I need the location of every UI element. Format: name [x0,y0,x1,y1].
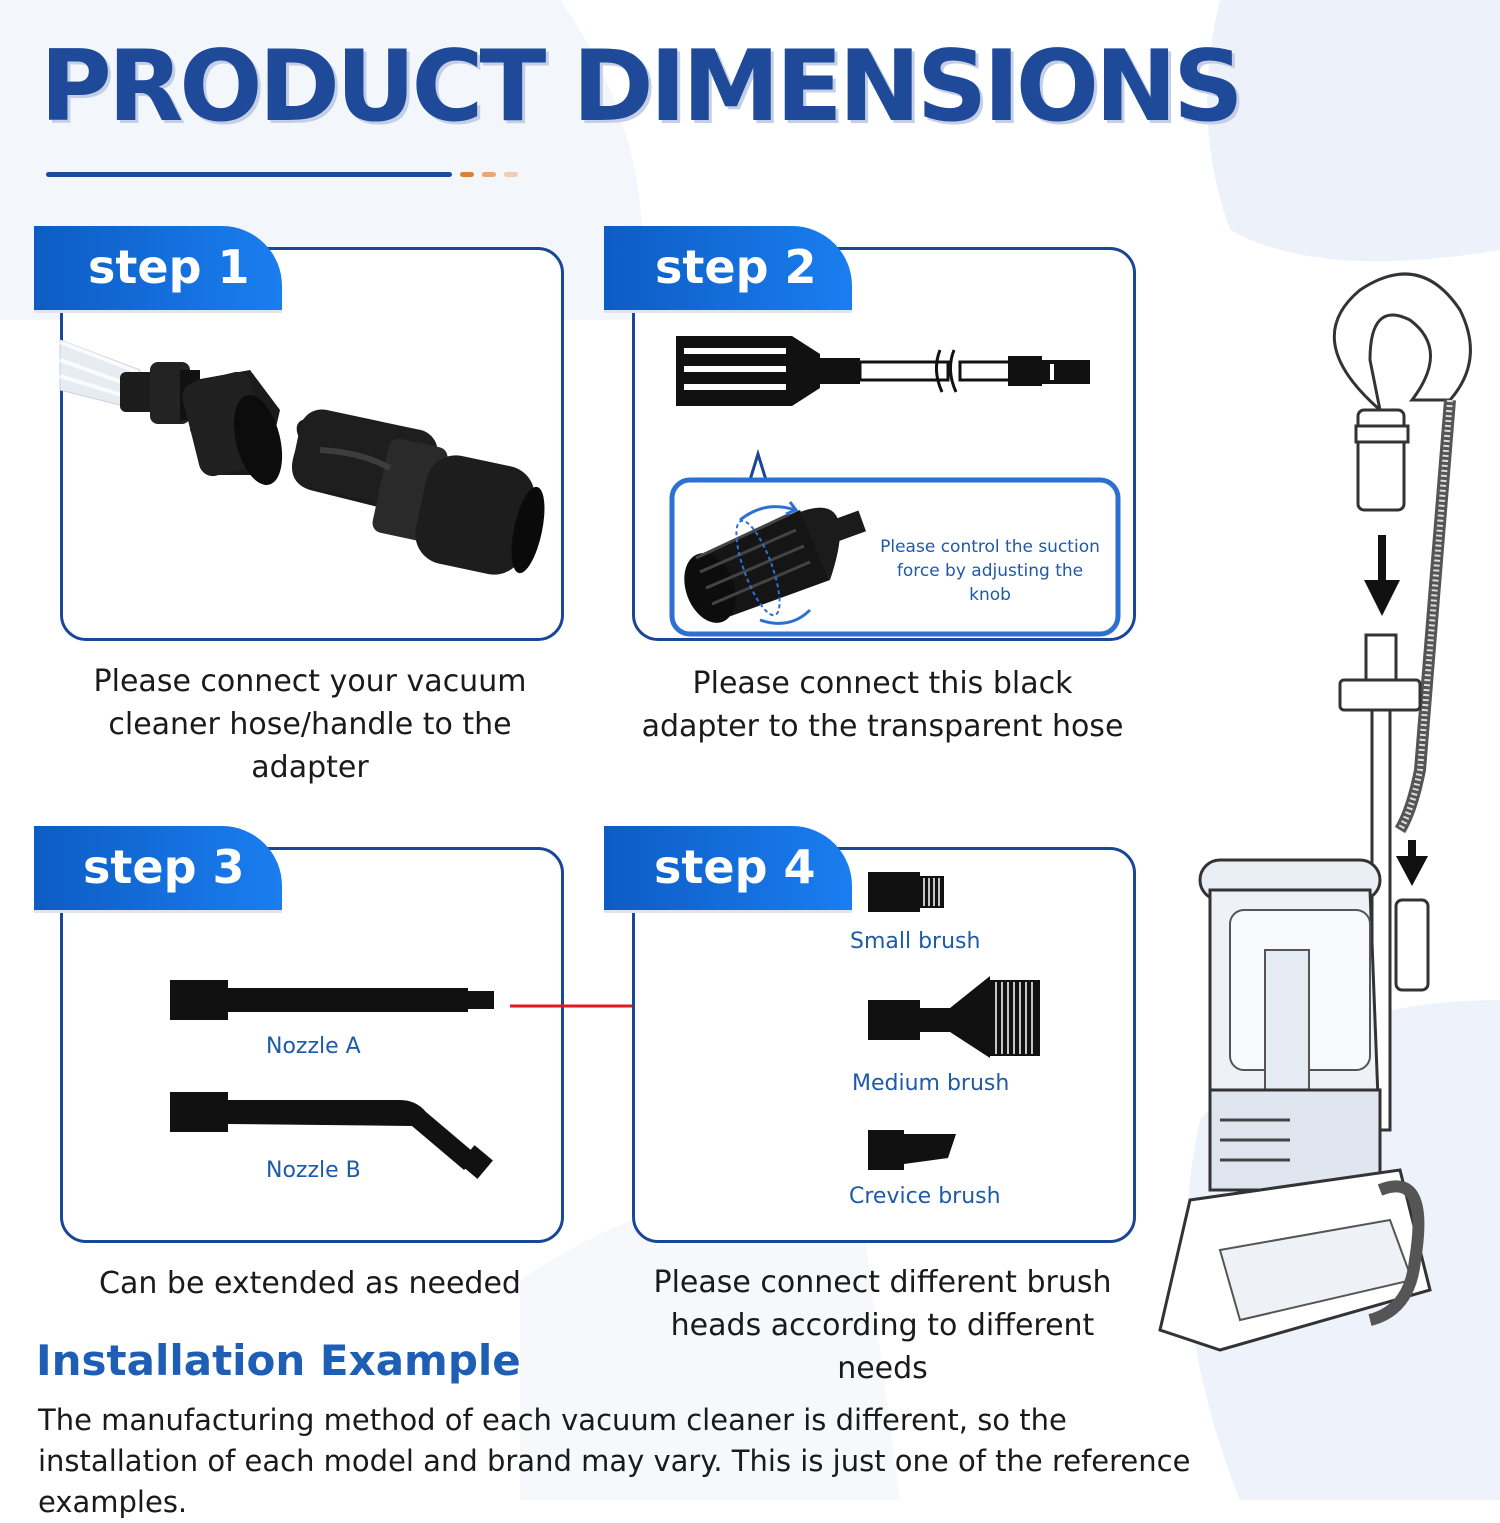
hose-icon [676,336,1090,406]
nozzle-a-label: Nozzle A [266,1034,361,1059]
brush-icon [868,976,1040,1058]
step-1-tab [34,226,282,310]
nozzle-icon [170,980,494,1020]
step-4-panel [632,847,1136,1243]
brush-icon [868,1130,956,1170]
step-4-label: step 4 [654,840,816,894]
step-3-panel [60,847,564,1243]
medium-brush-label: Medium brush [852,1071,1010,1096]
title-underline [46,172,452,177]
brush-icon [868,872,944,912]
vacuum-cleaner-icon [1158,272,1472,1352]
knob-icon [669,448,1121,637]
step-4-tab [604,826,852,910]
step-4-caption: Please connect different brush heads acc… [653,1265,1112,1386]
nozzle-b-label: Nozzle B [266,1158,361,1183]
step-3-label: step 3 [83,840,245,894]
page-title: PRODUCT DIMENSIONS [40,30,1244,144]
step-2-tab [604,226,852,310]
step-2-caption: Please connect this black adapter to the… [641,666,1124,744]
adapter-icon [59,339,545,575]
small-brush-label: Small brush [850,929,981,954]
step-3-tab [34,826,282,910]
title-dot [460,172,474,177]
step-2-label: step 2 [655,240,817,294]
installation-heading: Installation Example [36,1336,521,1385]
installation-body: The manufacturing method of each vacuum … [38,1403,1191,1519]
nozzle-icon [170,1092,493,1179]
step-1-label: step 1 [88,240,250,294]
step-1-caption: Please connect your vacuum cleaner hose/… [93,664,527,785]
title-dot [482,172,496,177]
crevice-brush-label: Crevice brush [849,1184,1001,1209]
step-3-caption: Can be extended as needed [99,1266,521,1301]
knob-note: Please control the suction force by adju… [880,537,1100,605]
title-dot [504,172,518,177]
